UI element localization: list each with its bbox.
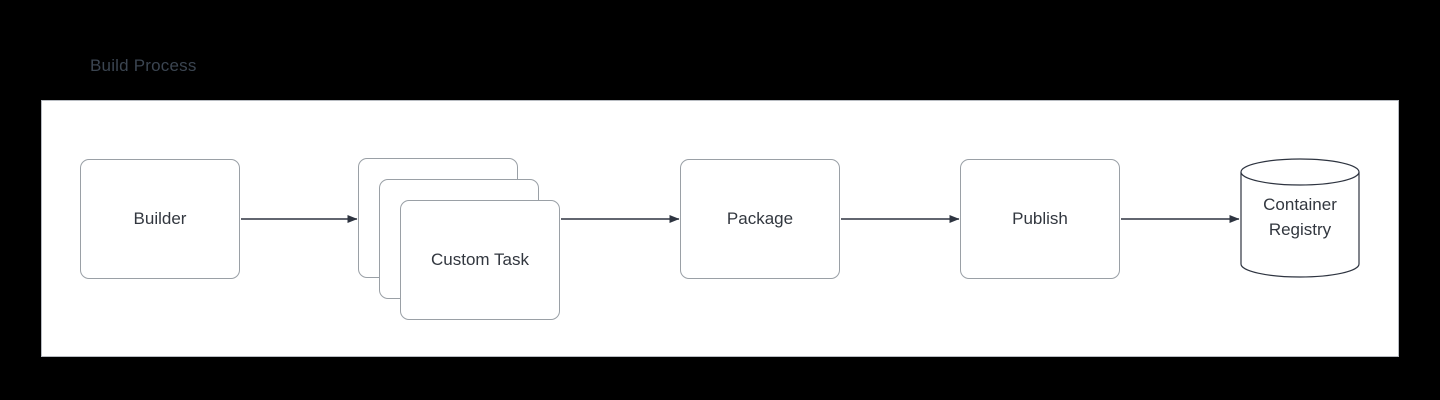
node-custom-task-stack[interactable]: Custom Task: [358, 158, 578, 328]
node-publish[interactable]: Publish: [960, 159, 1120, 279]
custom-task-card-front[interactable]: Custom Task: [400, 200, 560, 320]
node-container-registry[interactable]: Container Registry: [1240, 158, 1360, 278]
node-builder-label: Builder: [133, 208, 187, 228]
node-package-label: Package: [726, 208, 794, 228]
node-package[interactable]: Package: [680, 159, 840, 279]
node-custom-task-label: Custom Task: [431, 250, 529, 269]
node-builder[interactable]: Builder: [80, 159, 240, 279]
group-title: Build Process: [90, 56, 197, 75]
cylinder-shape: [1240, 158, 1360, 278]
node-publish-label: Publish: [1012, 208, 1068, 228]
